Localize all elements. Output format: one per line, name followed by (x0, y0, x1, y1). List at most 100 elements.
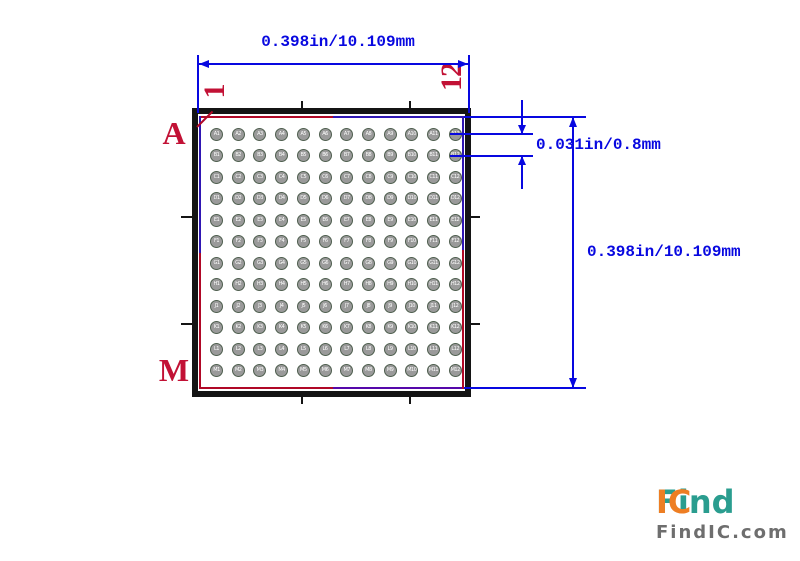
package-outline (192, 108, 471, 397)
ball-K2: K2 (231, 321, 245, 335)
ball-A7: A7 (340, 128, 354, 141)
extension-line-right (468, 55, 470, 113)
ball-J1: J1 (210, 299, 223, 313)
ball-E8: E8 (361, 213, 375, 227)
ball-B5: B5 (296, 149, 310, 163)
ball-A9: A9 (383, 128, 397, 141)
ball-G3: G3 (253, 256, 267, 270)
extension-line-bottom (464, 387, 586, 389)
ball-D10: D10 (405, 192, 419, 206)
courtyard-line-right-lower (462, 250, 464, 389)
row-label-last: M (158, 352, 190, 388)
ball-G4: G4 (275, 256, 289, 270)
dimension-line-right (572, 117, 574, 388)
extension-line-top (464, 116, 586, 118)
ball-M2: M2 (231, 363, 245, 377)
ball-J3: J3 (253, 299, 267, 313)
pitch-leader-line-a (450, 133, 533, 135)
edge-tick (409, 393, 411, 404)
ball-L12: L12 (448, 342, 462, 356)
ball-B2: B2 (231, 149, 245, 163)
ball-M10: M10 (405, 363, 419, 377)
ball-A2: A2 (231, 128, 245, 141)
ball-D9: D9 (383, 192, 397, 206)
ball-K7: K7 (340, 321, 354, 335)
ball-L10: L10 (405, 342, 419, 356)
ball-J8: J8 (361, 299, 375, 313)
ball-J11: J11 (427, 299, 440, 313)
ball-J5: J5 (296, 299, 310, 313)
ball-D5: D5 (296, 192, 310, 206)
ball-H12: H12 (448, 278, 462, 292)
edge-tick (409, 101, 411, 112)
ball-J4: J4 (275, 299, 289, 313)
ball-M5: M5 (296, 363, 310, 377)
ball-D4: D4 (275, 192, 289, 206)
dimension-height-value: 0.398in/10.109mm (587, 243, 741, 261)
courtyard-line-right-upper (462, 116, 464, 250)
ball-A6: A6 (318, 128, 332, 141)
ball-D8: D8 (361, 192, 375, 206)
ball-H2: H2 (231, 278, 245, 292)
ball-B4: B4 (275, 149, 289, 163)
ball-C11: C11 (427, 170, 440, 184)
ball-M11: M11 (427, 363, 440, 377)
ball-G12: G12 (448, 256, 462, 270)
ball-H1: H1 (210, 278, 223, 292)
ball-B1: B1 (210, 149, 223, 163)
arrow-up-icon (518, 156, 526, 165)
ball-L11: L11 (427, 342, 440, 356)
dimension-pitch-value: 0.031in/0.8mm (536, 136, 661, 154)
arrow-left-icon (199, 60, 209, 68)
ball-L1: L1 (210, 342, 223, 356)
ball-F3: F3 (253, 235, 267, 249)
edge-tick (301, 393, 303, 404)
ball-C12: C12 (448, 170, 462, 184)
ball-G10: G10 (405, 256, 419, 270)
ball-C9: C9 (383, 170, 397, 184)
ball-L2: L2 (231, 342, 245, 356)
ball-J10: J10 (405, 299, 419, 313)
ball-C5: C5 (296, 170, 310, 184)
ball-D12: D12 (448, 192, 462, 206)
ball-F12: F12 (448, 235, 462, 249)
ball-E11: E11 (427, 213, 440, 227)
ball-A4: A4 (275, 128, 289, 141)
ball-C2: C2 (231, 170, 245, 184)
ball-E3: E3 (253, 213, 267, 227)
ball-B3: B3 (253, 149, 267, 163)
ball-G6: G6 (318, 256, 332, 270)
pitch-leader-line-b (450, 155, 533, 157)
ball-H6: H6 (318, 278, 332, 292)
ball-L4: L4 (275, 342, 289, 356)
ball-G11: G11 (427, 256, 440, 270)
dimension-line-top (199, 63, 468, 65)
ball-E2: E2 (231, 213, 245, 227)
ball-K11: K11 (427, 321, 440, 335)
arrow-right-icon (458, 60, 468, 68)
edge-tick (469, 216, 480, 218)
ball-G2: G2 (231, 256, 245, 270)
ball-K1: K1 (210, 321, 223, 335)
edge-tick (469, 323, 480, 325)
arrow-up-icon (569, 117, 577, 127)
ball-E1: E1 (210, 213, 223, 227)
ball-E10: E10 (405, 213, 419, 227)
ball-B9: B9 (383, 149, 397, 163)
ball-G1: G1 (210, 256, 223, 270)
courtyard-line-top-right (333, 116, 464, 118)
ball-B7: B7 (340, 149, 354, 163)
ball-L7: L7 (340, 342, 354, 356)
ball-D2: D2 (231, 192, 245, 206)
ball-C8: C8 (361, 170, 375, 184)
ball-B8: B8 (361, 149, 375, 163)
ball-F1: F1 (210, 235, 223, 249)
ball-M7: M7 (340, 363, 354, 377)
ball-A8: A8 (361, 128, 375, 141)
ball-D7: D7 (340, 192, 354, 206)
ball-L3: L3 (253, 342, 267, 356)
ball-D6: D6 (318, 192, 332, 206)
ball-G7: G7 (340, 256, 354, 270)
